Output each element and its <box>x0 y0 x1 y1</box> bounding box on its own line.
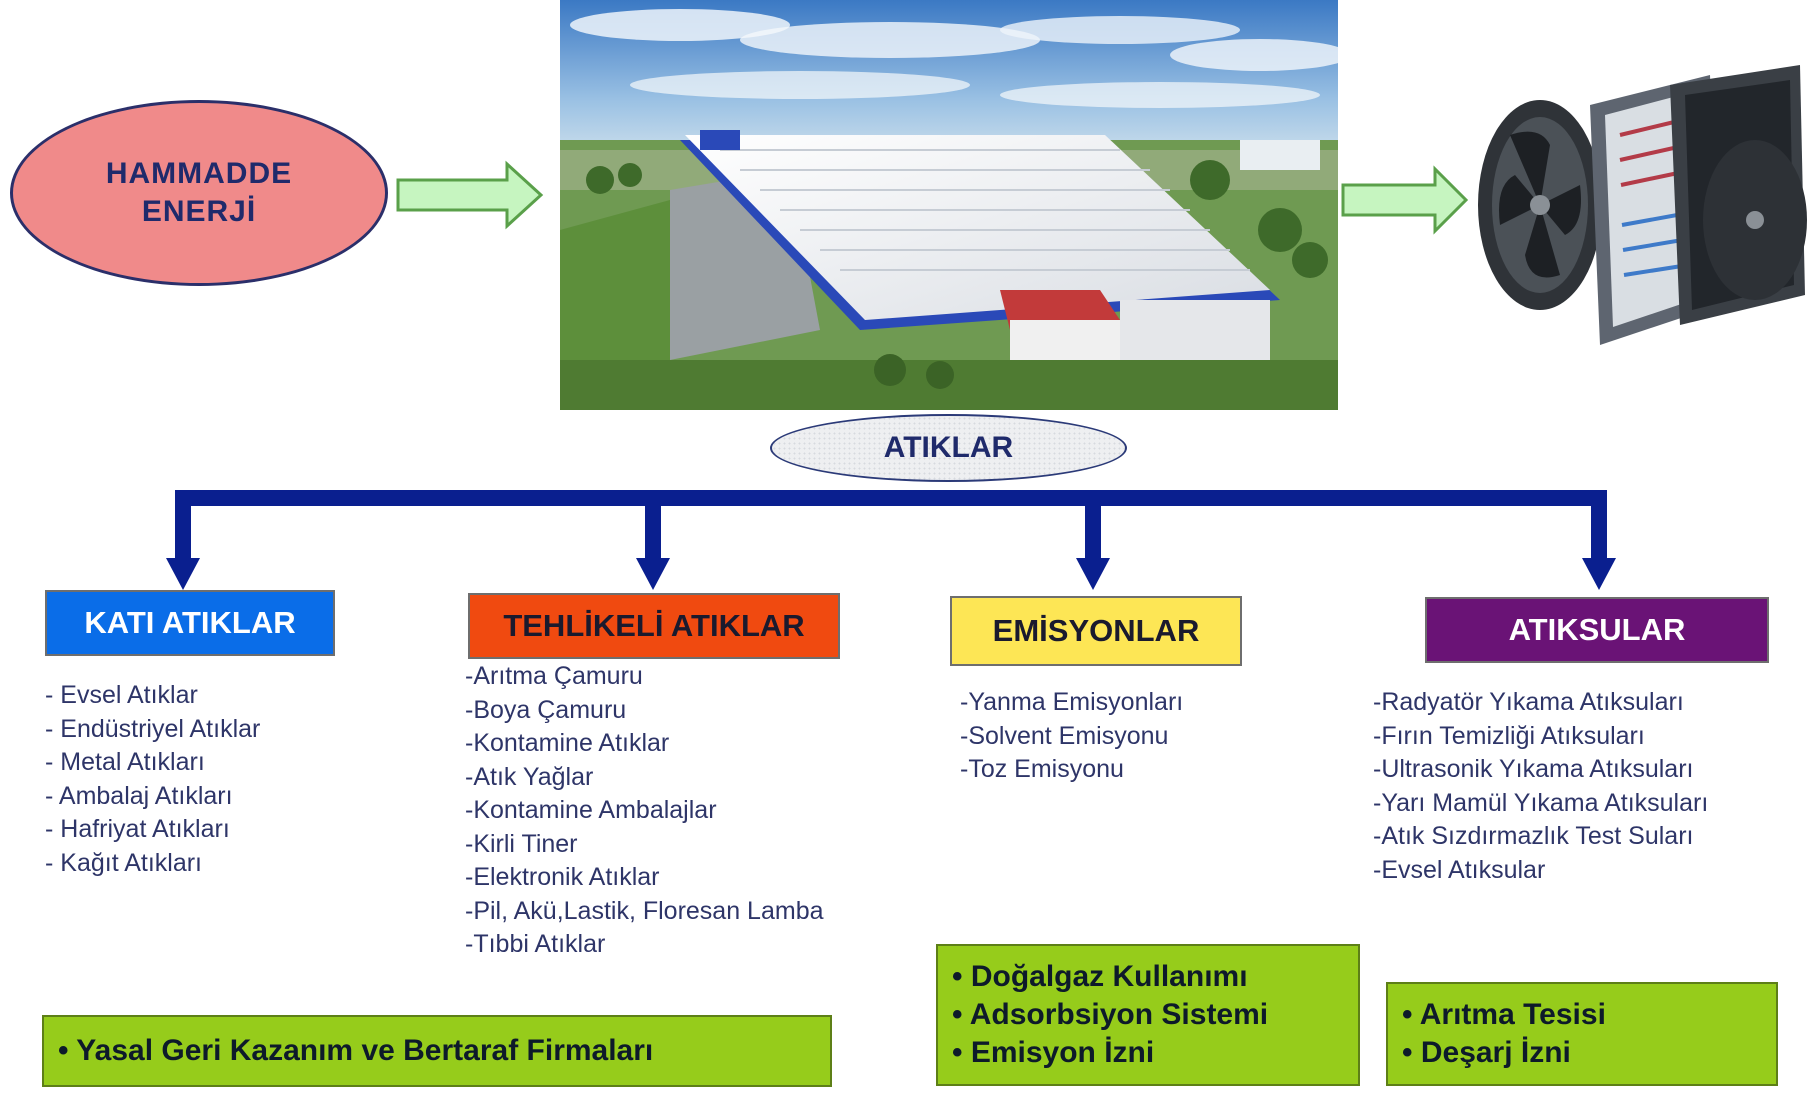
list-item: - Hafriyat Atıkları <box>45 815 230 843</box>
list-item: -Fırın Temizliği Atıksuları <box>1373 721 1645 750</box>
category-solid-waste: KATI ATIKLAR <box>45 590 335 656</box>
list-item: -Evsel Atıksular <box>1373 855 1546 884</box>
factory-aerial-photo <box>560 0 1338 410</box>
category-emissions-title: EMİSYONLAR <box>992 613 1200 648</box>
solution-item: • Deşarj İzni <box>1402 1036 1571 1069</box>
solution-item: • Yasal Geri Kazanım ve Bertaraf Firmala… <box>58 1034 654 1067</box>
solution-item: • Doğalgaz Kullanımı <box>952 960 1248 993</box>
list-item: -Tıbbi Atıklar <box>465 930 606 958</box>
list-item: - Kağıt Atıkları <box>45 848 203 877</box>
category-hazardous-waste-title: TEHLİKELİ ATIKLAR <box>503 608 805 643</box>
list-item: -Kontamine Atıklar <box>465 729 670 757</box>
list-item: -Toz Emisyonu <box>960 755 1124 783</box>
list-item: -Pil, Akü,Lastik, Floresan Lamba <box>465 896 824 925</box>
list-item: - Evsel Atıklar <box>45 681 198 709</box>
list-item: -Kirli Tiner <box>465 829 578 858</box>
list-item: -Arıtma Çamuru <box>465 662 643 690</box>
list-item: -Yarı Mamül Yıkama Atıksuları <box>1373 788 1709 817</box>
solution-item: • Emisyon İzni <box>952 1036 1155 1069</box>
solution-emission-box: • Doğalgaz Kullanımı • Adsorbsiyon Siste… <box>936 944 1360 1086</box>
category-emissions: EMİSYONLAR <box>950 596 1242 666</box>
distribution-connector <box>166 490 1616 590</box>
raw-material-energy-ellipse: HAMMADDE ENERJİ <box>10 100 388 286</box>
radiator-fan-product-image <box>1470 65 1811 350</box>
input-arrow-icon <box>396 160 544 230</box>
category-wastewater-title: ATIKSULAR <box>1508 612 1686 647</box>
category-wastewater: ATIKSULAR <box>1425 597 1769 663</box>
category-solid-waste-title: KATI ATIKLAR <box>84 605 296 640</box>
wastewater-list: -Radyatör Yıkama Atıksuları -Fırın Temiz… <box>1373 686 1708 887</box>
list-item: -Yanma Emisyonları <box>960 688 1184 716</box>
output-arrow-icon <box>1341 165 1469 235</box>
input-label-line2: ENERJİ <box>141 195 257 228</box>
list-item: -Atık Yağlar <box>465 762 594 791</box>
list-item: -Solvent Emisyonu <box>960 721 1169 750</box>
solid-waste-list: - Evsel Atıklar - Endüstriyel Atıklar - … <box>45 679 260 880</box>
input-label-line1: HAMMADDE <box>105 157 293 190</box>
hazardous-waste-list: -Arıtma Çamuru -Boya Çamuru -Kontamine A… <box>465 660 824 962</box>
solution-solid-waste-box: • Yasal Geri Kazanım ve Bertaraf Firmala… <box>42 1015 832 1087</box>
waste-ellipse: ATIKLAR <box>770 414 1127 482</box>
solution-wastewater-box: • Arıtma Tesisi • Deşarj İzni <box>1386 982 1778 1086</box>
list-item: - Endüstriyel Atıklar <box>45 714 261 743</box>
list-item: -Ultrasonik Yıkama Atıksuları <box>1373 755 1694 783</box>
emissions-list: -Yanma Emisyonları -Solvent Emisyonu -To… <box>960 686 1183 787</box>
list-item: -Kontamine Ambalajlar <box>465 796 717 824</box>
category-hazardous-waste: TEHLİKELİ ATIKLAR <box>468 593 840 659</box>
list-item: - Metal Atıkları <box>45 748 205 776</box>
list-item: - Ambalaj Atıkları <box>45 781 233 810</box>
list-item: -Radyatör Yıkama Atıksuları <box>1373 688 1684 716</box>
solution-item: • Adsorbsiyon Sistemi <box>952 998 1269 1031</box>
solution-item: • Arıtma Tesisi <box>1402 998 1606 1031</box>
list-item: -Elektronik Atıklar <box>465 863 660 891</box>
list-item: -Atık Sızdırmazlık Test Suları <box>1373 822 1694 850</box>
waste-label: ATIKLAR <box>883 431 1014 464</box>
list-item: -Boya Çamuru <box>465 695 627 724</box>
